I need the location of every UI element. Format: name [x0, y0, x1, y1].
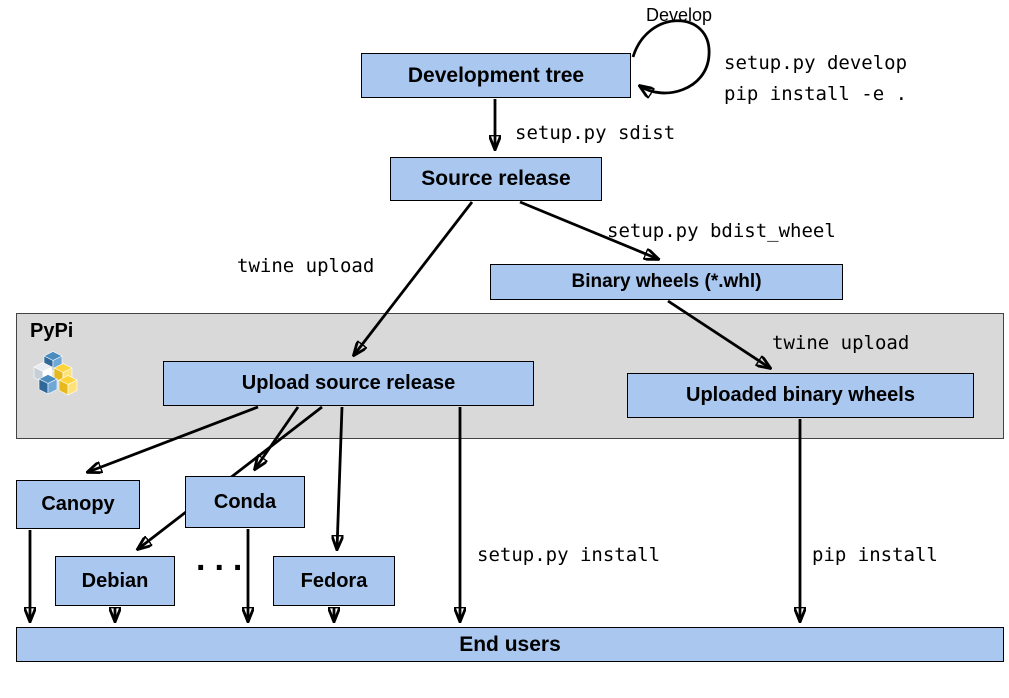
node-source-release: Source release: [390, 157, 602, 201]
develop-cmd-line2: pip install -e .: [724, 83, 908, 105]
node-debian: Debian: [55, 556, 175, 606]
node-binary-wheels-label: Binary wheels (*.whl): [571, 271, 762, 292]
node-development-tree: Development tree: [361, 53, 631, 98]
node-debian-label: Debian: [81, 569, 149, 592]
node-conda-label: Conda: [213, 490, 277, 513]
twine-upload-right-label: twine upload: [772, 332, 910, 354]
node-upload-source-release-label: Upload source release: [241, 372, 456, 394]
sdist-label: setup.py sdist: [515, 122, 676, 144]
node-canopy: Canopy: [16, 480, 140, 529]
node-source-release-label: Source release: [421, 167, 571, 190]
node-fedora: Fedora: [273, 556, 395, 606]
pypi-logo-icon: [33, 351, 78, 396]
node-upload-source-release: Upload source release: [163, 361, 534, 406]
setup-install-label: setup.py install: [477, 544, 661, 566]
node-uploaded-binary-wheels-label: Uploaded binary wheels: [686, 384, 915, 406]
arrow-develop-loop: [631, 19, 711, 93]
pip-install-label: pip install: [812, 544, 938, 566]
node-development-tree-label: Development tree: [407, 63, 585, 87]
develop-cmd-line1: setup.py develop: [724, 52, 908, 74]
node-uploaded-binary-wheels: Uploaded binary wheels: [627, 373, 974, 418]
develop-label: Develop: [646, 5, 713, 25]
node-conda: Conda: [185, 476, 305, 528]
other-distros-ellipsis: ...: [196, 540, 252, 578]
node-canopy-label: Canopy: [41, 493, 115, 515]
node-end-users-label: End users: [459, 632, 561, 656]
node-end-users: End users: [16, 627, 1004, 662]
node-binary-wheels: Binary wheels (*.whl): [490, 264, 843, 300]
pypi-label: PyPi: [30, 320, 74, 342]
node-fedora-label: Fedora: [300, 569, 368, 592]
bdist-wheel-label: setup.py bdist_wheel: [607, 220, 836, 242]
twine-upload-left-label: twine upload: [237, 255, 375, 277]
